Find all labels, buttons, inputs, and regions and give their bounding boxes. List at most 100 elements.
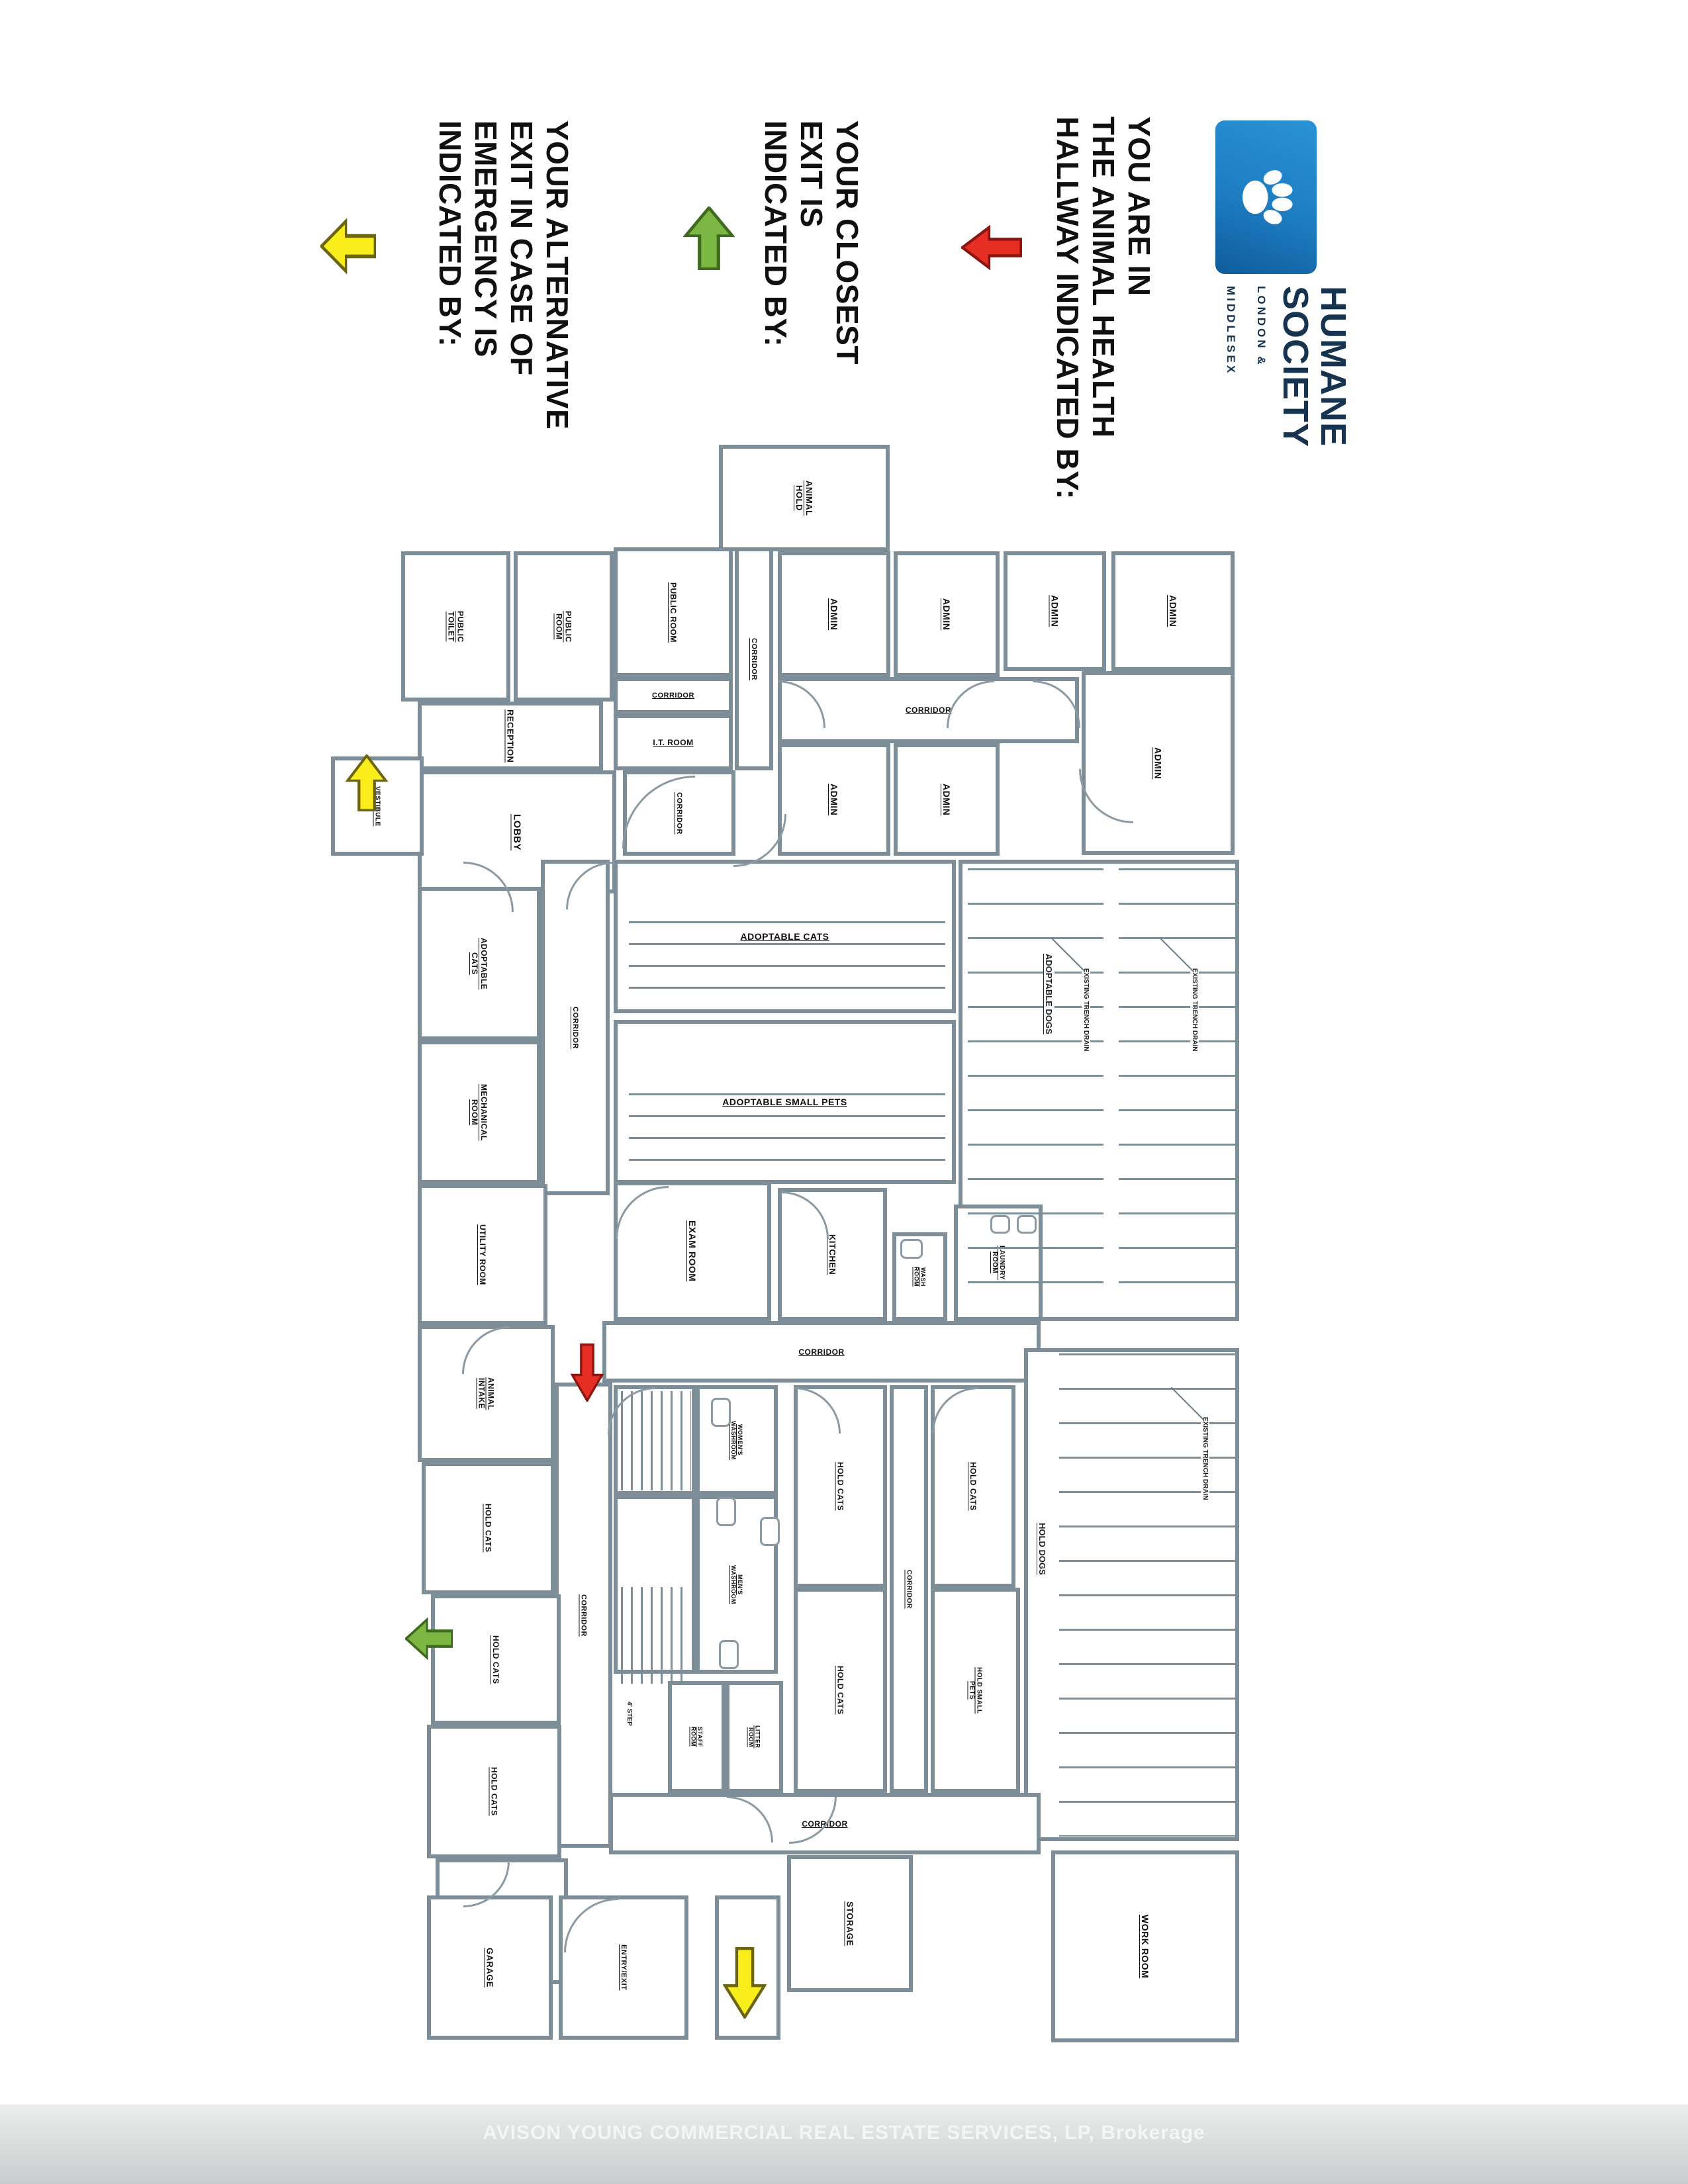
room-label: KITCHEN xyxy=(826,1232,839,1277)
legend-text-line: EXIT IN CASE OF xyxy=(504,120,539,376)
room-corridor: CORRIDOR xyxy=(555,1383,612,1848)
plumbing-fixture xyxy=(719,1640,739,1669)
room-public-room: PUBLIC ROOM xyxy=(614,547,733,677)
legend-text-line: EXIT IS xyxy=(794,120,829,228)
room-hold-cats: HOLD CATS xyxy=(427,1725,561,1858)
room-storage: STORAGE xyxy=(787,1855,913,1992)
room-public-room: PUBLIC ROOM xyxy=(514,551,614,702)
alt-exit-arrow-north xyxy=(346,754,388,811)
room-corridor: CORRIDOR xyxy=(614,677,733,714)
annotation-hold-dogs: HOLD DOGS xyxy=(1037,1522,1048,1576)
room-i-t-room: I.T. ROOM xyxy=(614,714,733,770)
room-hold-small-pets: HOLD SMALL PETS xyxy=(931,1588,1020,1793)
room-corridor: CORRIDOR xyxy=(778,677,1079,743)
room-mechanical-room: MECHANICAL ROOM xyxy=(418,1040,541,1184)
legend-text-line: INDICATED BY: xyxy=(433,120,467,347)
room-garage: GARAGE xyxy=(427,1895,553,2040)
legend-text-line: YOU ARE IN xyxy=(1122,116,1156,296)
plumbing-fixture xyxy=(711,1398,731,1427)
you-are-here-arrow xyxy=(571,1343,604,1402)
room-hold-cats: HOLD CATS xyxy=(422,1462,555,1594)
plumbing-fixture xyxy=(900,1239,923,1259)
paw-print-icon xyxy=(1215,120,1317,274)
room-kitchen: KITCHEN xyxy=(778,1188,887,1321)
room-label: CORRIDOR xyxy=(570,1005,581,1050)
room-label: MECHANICAL ROOM xyxy=(469,1082,490,1142)
room-adoptable-cats: ADOPTABLE CATS xyxy=(418,887,541,1040)
logo-subtitle: LONDON & MIDDLESEX xyxy=(1225,286,1268,376)
room-label: HOLD CATS xyxy=(834,1664,847,1716)
room-corridor: CORRIDOR xyxy=(715,1895,780,2040)
room-corridor: CORRIDOR xyxy=(609,1793,1041,1854)
room-label: WORK ROOM xyxy=(1139,1913,1152,1980)
room-label: HOLD CATS xyxy=(488,1766,500,1817)
annotation-4-step: 4' STEP xyxy=(625,1701,633,1727)
room-label: PUBLIC ROOM xyxy=(553,609,575,644)
legend-arrow-closest-exit xyxy=(683,206,735,270)
room-label: I.T. ROOM xyxy=(651,736,695,749)
room-label: RECEPTION xyxy=(504,707,517,764)
room-label: WASH ROOM xyxy=(912,1265,928,1288)
room-label: CORRIDOR xyxy=(904,1568,914,1610)
room-label: HOLD SMALL PETS xyxy=(966,1665,984,1715)
room-corridor: CORRIDOR xyxy=(735,547,773,770)
room-label: PUBLIC ROOM xyxy=(667,580,679,644)
room-women-s-washroom: WOMEN'S WASHROOM xyxy=(696,1385,778,1495)
room-label: LITTER ROOM xyxy=(746,1724,763,1750)
room-label: ADMIN xyxy=(1166,594,1180,629)
room-label: CORRIDOR xyxy=(578,1592,589,1638)
room-corridor: CORRIDOR xyxy=(890,1385,928,1793)
room-admin: ADMIN xyxy=(1004,551,1106,671)
room-hold-cats: HOLD CATS xyxy=(431,1594,561,1725)
room-label: PUBLIC TOILET xyxy=(445,609,467,644)
room-corridor: CORRIDOR xyxy=(602,1321,1041,1383)
legend-text-line: HALLWAY INDICATED BY: xyxy=(1051,116,1085,500)
room-staff-room: STAFF ROOM xyxy=(668,1681,726,1793)
room-admin: ADMIN xyxy=(894,551,1000,677)
plumbing-fixture xyxy=(760,1517,780,1546)
legend-text-line: INDICATED BY: xyxy=(759,120,793,347)
room-reception: RECEPTION xyxy=(418,702,603,770)
room-label: ADMIN xyxy=(940,596,953,632)
room-label: ANIMAL HOLD xyxy=(793,478,816,518)
legend-text-line: YOUR ALTERNATIVE xyxy=(540,120,575,430)
room-label: ENTRY/EXIT xyxy=(618,1943,629,1992)
watermark-band xyxy=(0,2105,1688,2184)
room-corridor: CORRIDOR xyxy=(541,860,610,1195)
room-label: ADMIN xyxy=(827,782,841,817)
room-label: CORRIDOR xyxy=(749,636,759,682)
room-label: WOMEN'S WASHROOM xyxy=(729,1419,745,1461)
logo-wordmark: HUMANE SOCIETY LONDON & MIDDLESEX xyxy=(1215,286,1353,458)
room-hold-cats: HOLD CATS xyxy=(794,1385,887,1588)
room-label: MEN'S WASHROOM xyxy=(729,1563,745,1606)
room-admin: ADMIN xyxy=(894,743,1000,856)
humane-society-logo: HUMANE SOCIETY LONDON & MIDDLESEX xyxy=(1215,120,1353,458)
room-work-room: WORK ROOM xyxy=(1051,1850,1239,2042)
room-label: ADMIN xyxy=(1048,594,1062,629)
room-public-toilet: PUBLIC TOILET xyxy=(401,551,510,702)
room-label: GARAGE xyxy=(483,1946,496,1989)
logo-word-society: SOCIETY xyxy=(1276,286,1315,448)
room-label: EXAM ROOM xyxy=(686,1219,699,1283)
legend-text-line: THE ANIMAL HEALTH xyxy=(1086,116,1121,438)
room-label: ADMIN xyxy=(1151,745,1165,781)
room-label: CORRIDOR xyxy=(904,704,953,716)
room-label: LOBBY xyxy=(510,812,524,852)
room-label: HOLD CATS xyxy=(482,1502,494,1554)
brokerage-watermark: AVISON YOUNG COMMERCIAL REAL ESTATE SERV… xyxy=(483,2122,1205,2144)
room-label: HOLD CATS xyxy=(834,1461,847,1512)
room-hold-cats: HOLD CATS xyxy=(794,1588,887,1793)
legend-arrow-alternative-exit xyxy=(320,218,376,274)
room-utility-room: UTILITY ROOM xyxy=(418,1184,547,1325)
alt-exit-arrow-south xyxy=(723,1947,767,2019)
room-admin: ADMIN xyxy=(1082,671,1235,855)
room-label: HOLD CATS xyxy=(967,1461,979,1512)
legend-text-line: YOUR CLOSEST xyxy=(830,120,865,365)
legend-text-line: EMERGENCY IS xyxy=(469,120,503,357)
room-label: CORRIDOR xyxy=(797,1345,846,1358)
room-label: ADMIN xyxy=(827,596,841,632)
